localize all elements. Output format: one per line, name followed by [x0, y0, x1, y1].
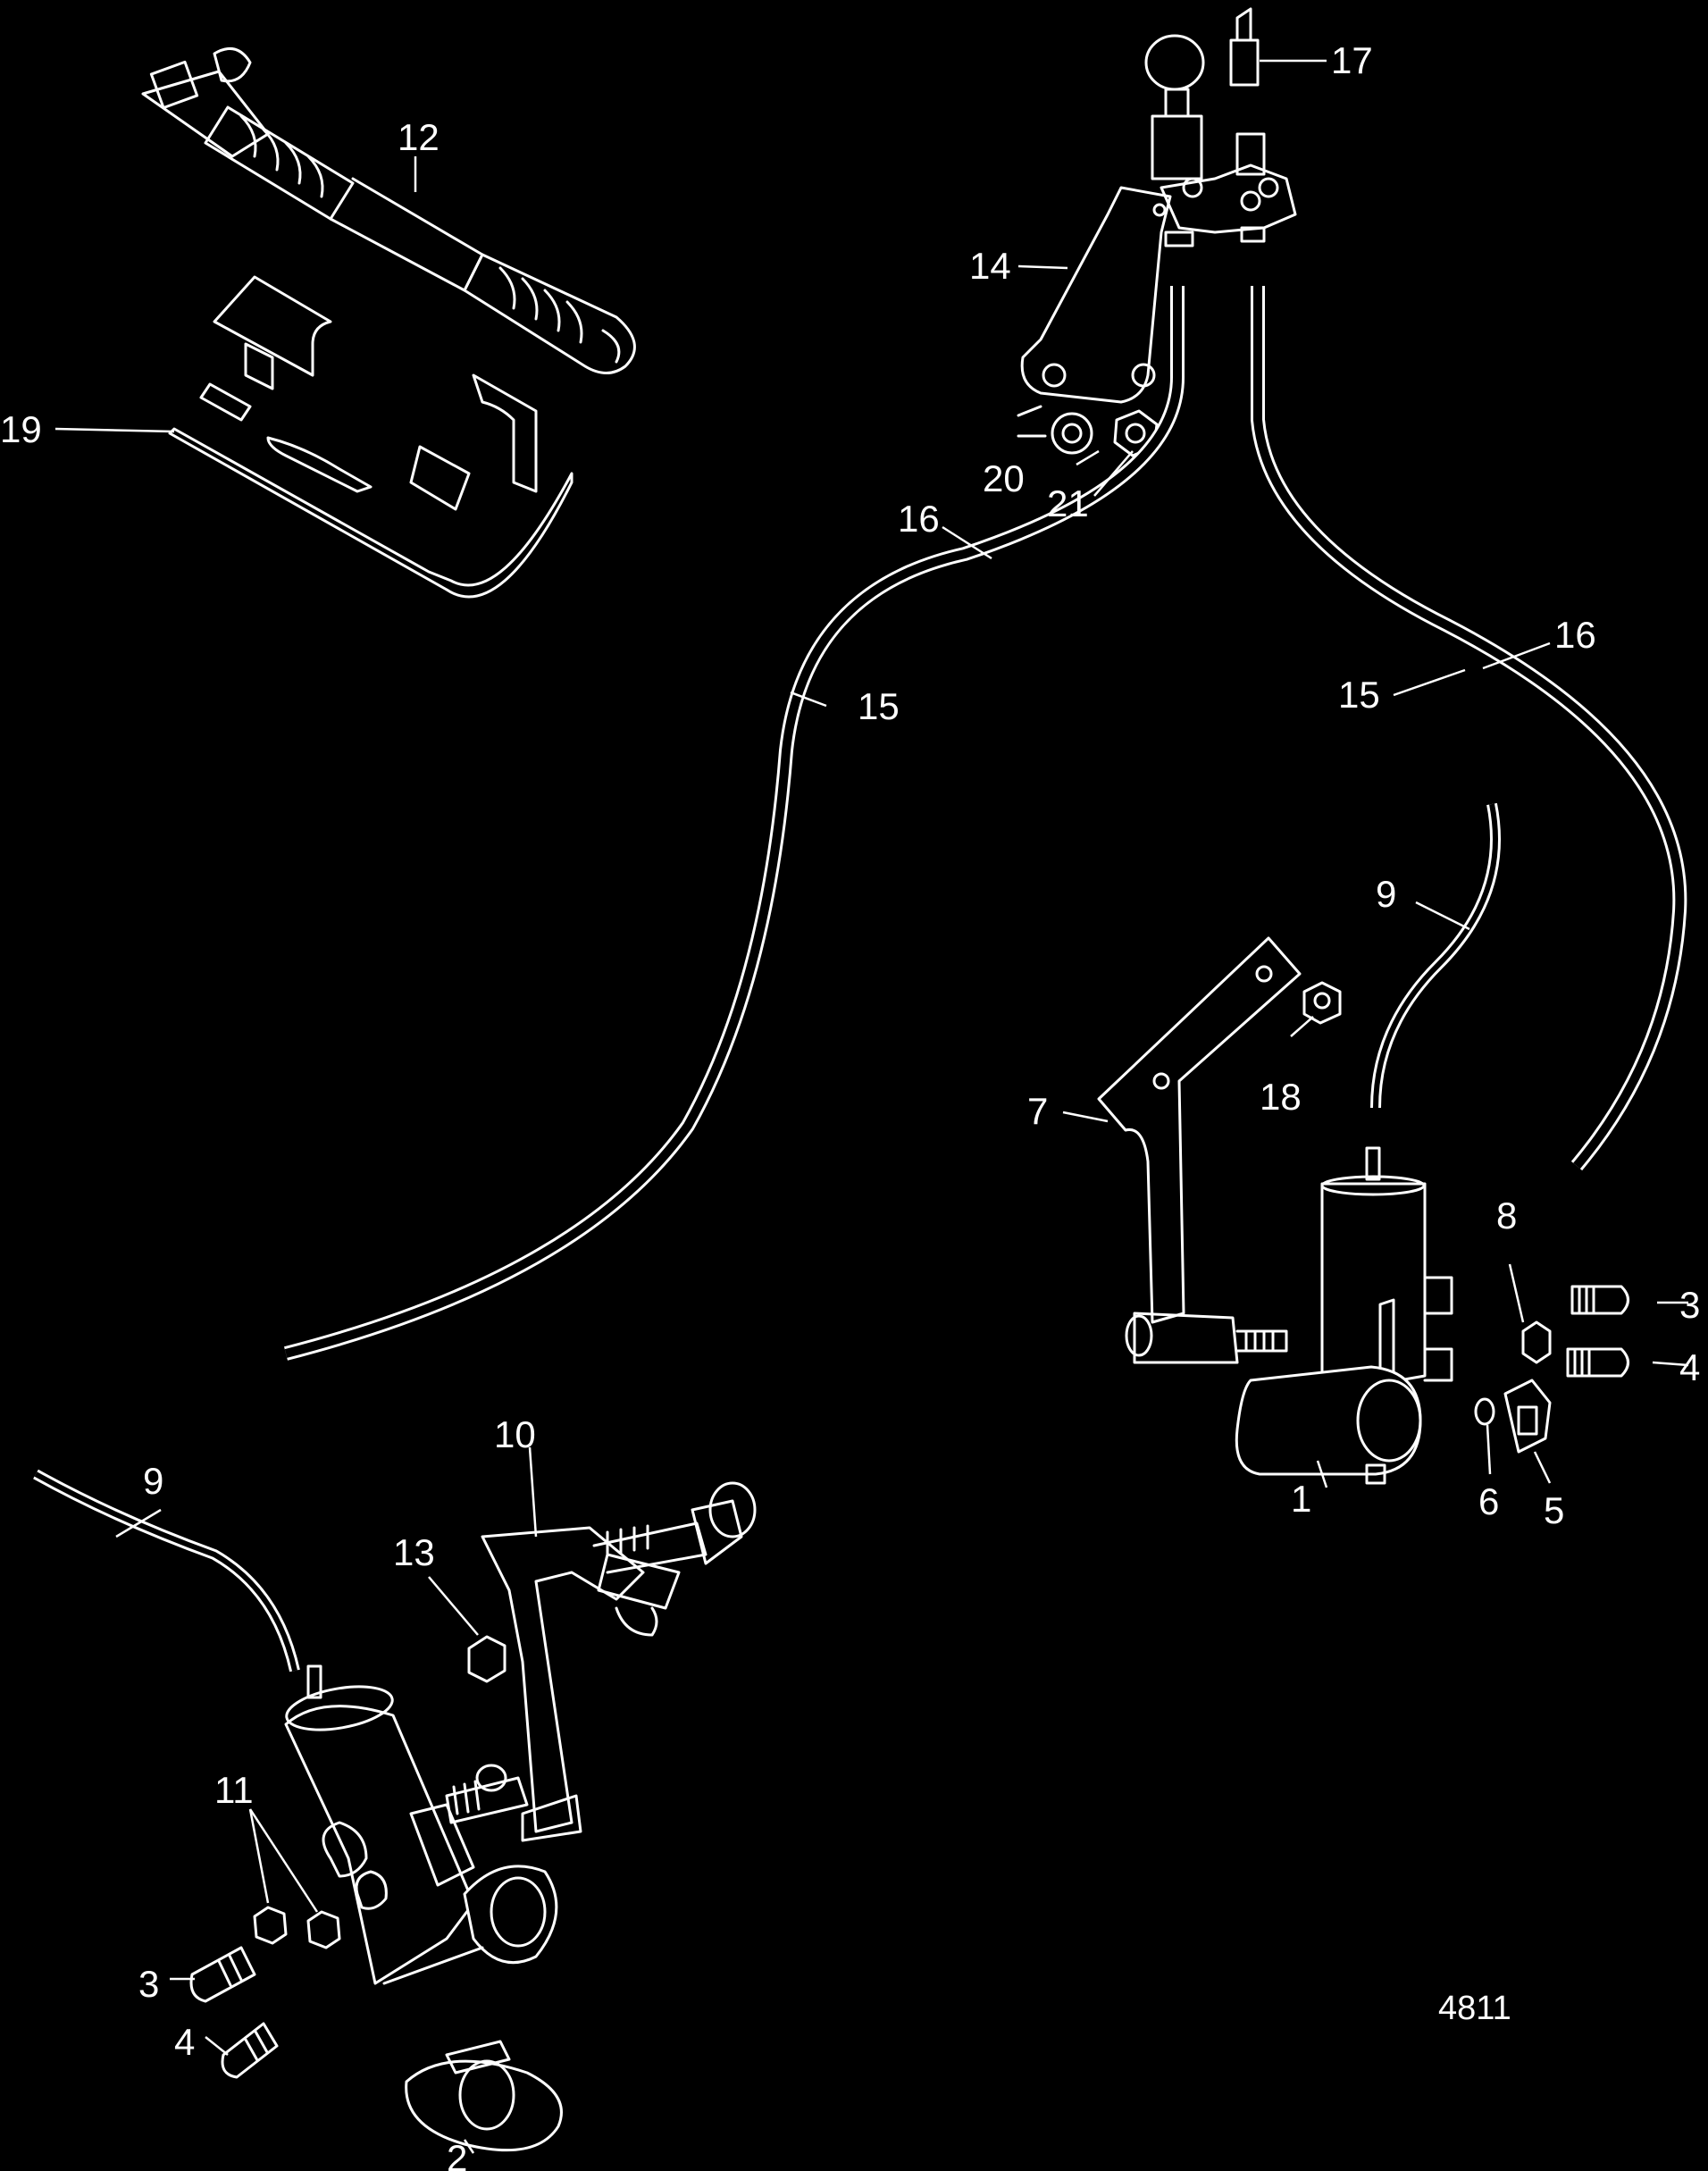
callout-4-right: 4 [1679, 1346, 1700, 1388]
part-1-valve-body [1235, 1146, 1453, 1485]
callout-14: 14 [969, 245, 1011, 287]
part-3-fitting-left [189, 1946, 256, 2003]
callout-2: 2 [447, 2137, 467, 2171]
callout-18: 18 [1260, 1076, 1302, 1118]
part-2-valve-body [284, 1664, 558, 1985]
part-4-fitting-right [1566, 1347, 1629, 1378]
callout-8: 8 [1496, 1194, 1517, 1236]
part-17-fitting [1229, 7, 1260, 87]
part-12-handle [141, 46, 636, 374]
hose-15-16-left [284, 286, 1185, 1361]
callout-15-left: 15 [858, 685, 900, 727]
callout-16-right: 16 [1554, 614, 1596, 656]
part-8-washer [1521, 1320, 1552, 1364]
leader-lines [54, 59, 1689, 2154]
part-3-fitting-right [1570, 1285, 1629, 1315]
part-5-fitting [1503, 1379, 1552, 1454]
part-10-bracket [445, 1481, 757, 1842]
part-18-nut [1302, 981, 1342, 1025]
part-20-washer [1051, 412, 1093, 455]
callout-11: 11 [214, 1769, 254, 1811]
callout-10: 10 [494, 1413, 536, 1455]
part-4-fitting-left [221, 2022, 279, 2079]
callout-16-left: 16 [898, 498, 940, 540]
callout-17: 17 [1331, 39, 1373, 81]
bolt-indicator [1017, 405, 1047, 438]
part-19-clip [168, 275, 574, 599]
hose-9-right [1370, 802, 1501, 1109]
callout-1: 1 [1291, 1478, 1311, 1520]
callout-15-right: 15 [1338, 674, 1380, 716]
part-6-o-ring [1474, 1397, 1495, 1426]
callout-labels: 12 19 14 17 20 21 16 15 16 15 9 18 7 8 3… [0, 39, 1700, 2171]
callout-7: 7 [1027, 1090, 1048, 1132]
callout-4-left: 4 [174, 2021, 195, 2063]
callout-9-left: 9 [143, 1460, 163, 1502]
callout-21: 21 [1047, 482, 1089, 524]
hose-15-16-right [1251, 286, 1687, 1171]
figure-number: 4811 [1438, 1990, 1511, 2027]
callout-12: 12 [398, 116, 440, 158]
callout-6: 6 [1478, 1480, 1499, 1522]
callout-9-right: 9 [1376, 873, 1396, 915]
part-13-nut [467, 1635, 507, 1683]
callout-19: 19 [0, 408, 42, 450]
callout-20: 20 [983, 457, 1025, 499]
part-2-sleeve [405, 2040, 563, 2152]
part-7-bracket [1097, 936, 1302, 1364]
part-14-bracket [1020, 34, 1297, 404]
part-11-nuts [253, 1906, 341, 1949]
callout-13: 13 [393, 1531, 435, 1573]
callout-3-left: 3 [138, 1963, 159, 2005]
callout-3-right: 3 [1679, 1284, 1700, 1326]
hose-9-left [33, 1469, 300, 1672]
callout-5: 5 [1544, 1489, 1564, 1531]
